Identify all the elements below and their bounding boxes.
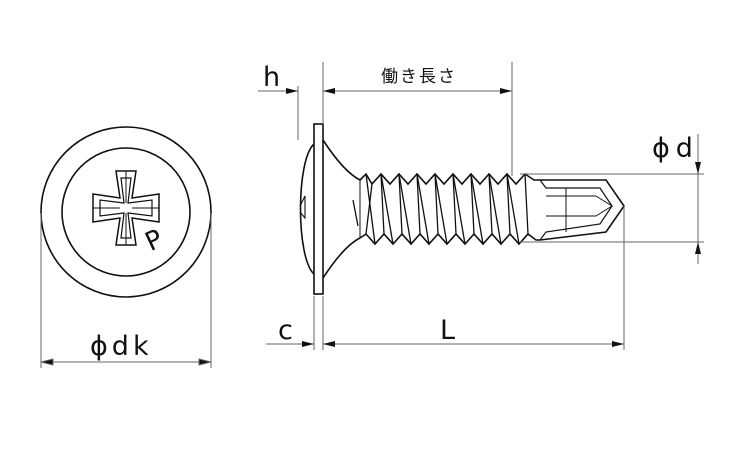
washer-flange [313,123,324,295]
thread-top-edge [359,172,540,186]
head-top-view [40,126,212,298]
dimension-arrows [286,88,701,347]
truss-head-dome [299,143,315,275]
screw-side-view [299,123,625,295]
phillips-cross-recess [92,170,160,246]
label-h: h [263,62,280,93]
dk-dimension [40,213,212,368]
label-phi-d: ϕd [652,133,699,164]
label-working-length: 働き長さ [381,67,457,87]
phillips-cross-inner [99,177,153,239]
label-L: L [440,315,455,346]
head-inner-circle [61,147,191,277]
label-phi-dk: ϕdk [90,331,153,362]
head-outer-circle [40,126,212,298]
thread-flanks [352,173,529,245]
thread-bottom-edge [359,232,540,246]
under-head-taper [322,139,361,181]
side-dimension-lines [258,62,704,350]
label-c: c [278,315,293,346]
head-mark-p: P [141,224,168,258]
